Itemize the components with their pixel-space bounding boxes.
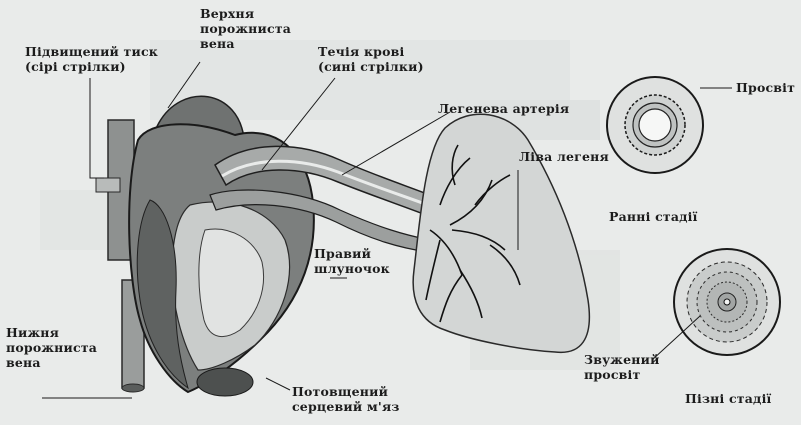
label-blood-flow: Течія крові (сині стрілки) [318,44,424,74]
label-pulmonary-artery: Легенева артерія [438,101,569,116]
cross-section-early [607,77,703,173]
label-increased-pressure: Підвищений тиск (сірі стрілки) [25,44,158,74]
label-narrowed-lumen: Звужений просвіт [584,352,660,382]
label-early-stages: Ранні стадії [609,209,698,224]
cross-section-late [674,249,780,355]
label-superior-vena-cava: Верхня порожниста вена [200,6,291,51]
heart-illustration [96,96,455,396]
label-lumen: Просвіт [736,80,795,95]
label-inferior-vena-cava: Нижня порожниста вена [6,325,97,370]
label-left-lung: Ліва легеня [519,149,609,164]
label-thickened-muscle: Потовщений серцевий м'яз [292,384,400,414]
label-right-ventricle: Правий шлуночок [314,246,390,276]
label-late-stages: Пізні стадії [685,391,771,406]
